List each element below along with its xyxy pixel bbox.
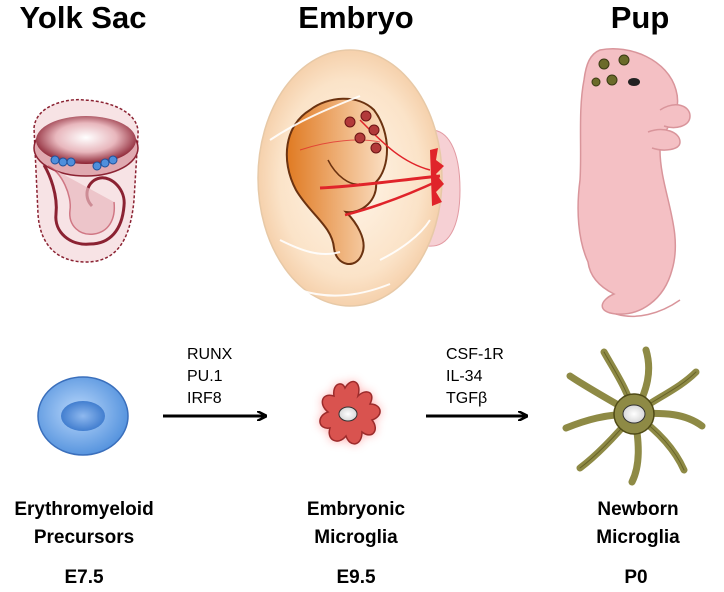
embryo-vessels — [299, 119, 441, 217]
factor-pu1: PU.1 — [187, 368, 223, 385]
cell-label-newborn-line2: Microglia — [596, 527, 680, 548]
stage-title-yolk-sac: Yolk Sac — [20, 0, 147, 35]
cell-label-embryonic-line2: Microglia — [314, 527, 398, 548]
stage-title-pup: Pup — [611, 0, 670, 35]
pup-microglia-cluster — [591, 54, 630, 87]
factor-csf1r: CSF-1R — [446, 346, 504, 363]
embryo-veins — [269, 95, 431, 297]
stage-code-e75: E7.5 — [64, 567, 104, 588]
precursor-cell — [37, 376, 129, 456]
factors-group-1: RUNX PU.1 IRF8 — [187, 346, 233, 407]
embryonic-microglia-cell — [319, 380, 381, 445]
factor-il34: IL-34 — [446, 368, 483, 385]
cell-label-newborn-line1: Newborn — [597, 499, 678, 520]
stage-code-p0: P0 — [624, 567, 647, 588]
embryo-illustration — [257, 49, 461, 307]
precursor-cluster — [50, 155, 118, 171]
stage-title-embryo: Embryo — [298, 0, 413, 35]
cell-label-embryonic-line1: Embryonic — [307, 499, 406, 520]
factor-runx: RUNX — [187, 346, 233, 363]
embryo-microglia-cluster — [344, 110, 382, 154]
factor-tgfb: TGFβ — [446, 390, 487, 407]
factor-irf8: IRF8 — [187, 390, 222, 407]
stage-code-e95: E9.5 — [336, 567, 376, 588]
newborn-microglia-cell — [562, 346, 706, 486]
yolk-sac-illustration — [33, 98, 139, 263]
factors-group-2: CSF-1R IL-34 TGFβ — [446, 346, 504, 407]
cell-label-precursor-line1: Erythromyeloid — [14, 499, 153, 520]
pup-illustration — [577, 48, 691, 318]
cell-label-precursor-line2: Precursors — [34, 527, 134, 548]
